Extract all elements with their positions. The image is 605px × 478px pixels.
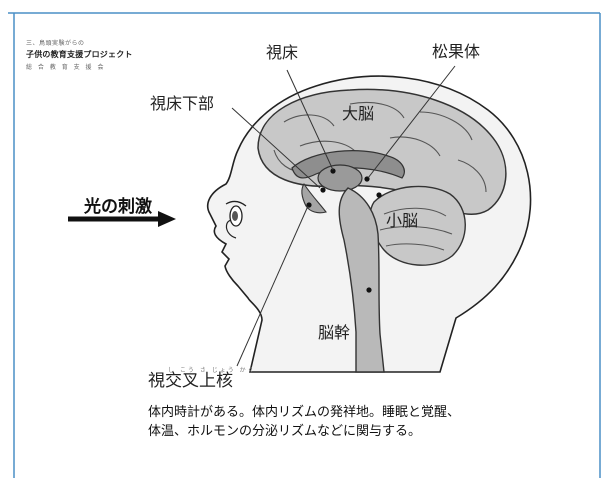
logo-line1: 三、鳥頭実験がらの bbox=[26, 38, 166, 47]
caption-line1: 体内時計がある。体内リズムの発祥地。睡眠と覚醒、 bbox=[148, 403, 460, 422]
label-cerebellum: 小脳 bbox=[386, 213, 418, 229]
thalamus bbox=[318, 165, 362, 191]
label-pineal: 松果体 bbox=[432, 44, 480, 60]
logo-line2: 子供の教育支援プロジェクト bbox=[26, 49, 166, 60]
caption: 体内時計がある。体内リズムの発祥地。睡眠と覚醒、 体温、ホルモンの分泌リズムなど… bbox=[148, 403, 460, 441]
label-brainstem: 脳幹 bbox=[318, 325, 350, 341]
label-hypothalamus: 視床下部 bbox=[150, 96, 214, 112]
logo-line3: 総 合 教 育 支 援 会 bbox=[26, 62, 166, 71]
point-hypothalamus bbox=[320, 187, 325, 192]
point-brainstem bbox=[366, 287, 371, 292]
label-cerebrum: 大脳 bbox=[342, 106, 374, 122]
label-scn: 視交叉上核 bbox=[148, 373, 233, 390]
point-cerebellum bbox=[376, 192, 381, 197]
logo: 三、鳥頭実験がらの 子供の教育支援プロジェクト 総 合 教 育 支 援 会 bbox=[26, 38, 166, 71]
label-thalamus: 視床 bbox=[266, 45, 298, 61]
caption-line2: 体温、ホルモンの分泌リズムなどに関与する。 bbox=[148, 422, 460, 441]
label-light-stimulus: 光の刺激 bbox=[84, 192, 152, 217]
